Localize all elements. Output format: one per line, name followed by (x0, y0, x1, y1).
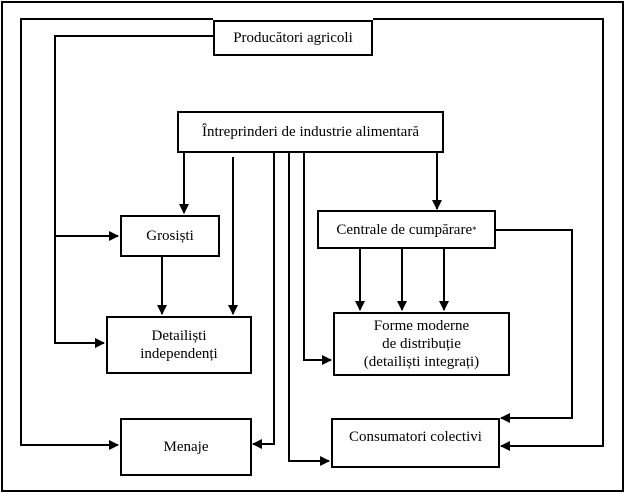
edge-producatori-grosisti (54, 35, 213, 241)
edge-centrale-consumatori (495, 229, 573, 423)
edge-producatori-detailisti (54, 236, 105, 348)
footnote-mark: * (472, 224, 477, 235)
node-centrale-de-cumparare: Centrale de cumpărare* (317, 210, 496, 249)
edge-producatori-menaje (20, 18, 213, 450)
edge-producatori-consumatori (373, 18, 604, 451)
node-label-line: Forme moderne (373, 318, 470, 334)
node-detailisti-independenti: Detailiști independenți (106, 316, 252, 374)
node-label-line: Detailiști (151, 328, 207, 344)
node-menaje: Menaje (120, 418, 252, 476)
node-producatori-agricoli: Producători agricoli (213, 20, 373, 56)
node-label: Centrale de cumpărare (336, 221, 473, 238)
edge-intreprinderi-forme (303, 152, 332, 365)
node-label-line: independenți (140, 346, 218, 362)
edge-intreprinderi-consumatori (288, 152, 330, 466)
node-label-line: (detailiști integrați) (363, 354, 480, 370)
edge-intreprinderi-menaje (252, 152, 275, 449)
node-label-line: de distribuție (382, 336, 461, 352)
node-intreprinderi: Întreprinderi de industrie alimentară (177, 111, 444, 153)
node-label: Consumatori colectivi (349, 429, 482, 445)
node-forme-moderne: Forme moderne de distribuție (detailiști… (333, 312, 510, 376)
node-grosisti: Grosiști (120, 215, 220, 257)
node-label: Întreprinderi de industrie alimentară (202, 124, 419, 140)
node-consumatori-colectivi: Consumatori colectivi (331, 418, 500, 468)
node-label: Grosiști (146, 228, 194, 244)
node-label: Menaje (163, 439, 209, 455)
node-label: Producători agricoli (233, 30, 353, 46)
